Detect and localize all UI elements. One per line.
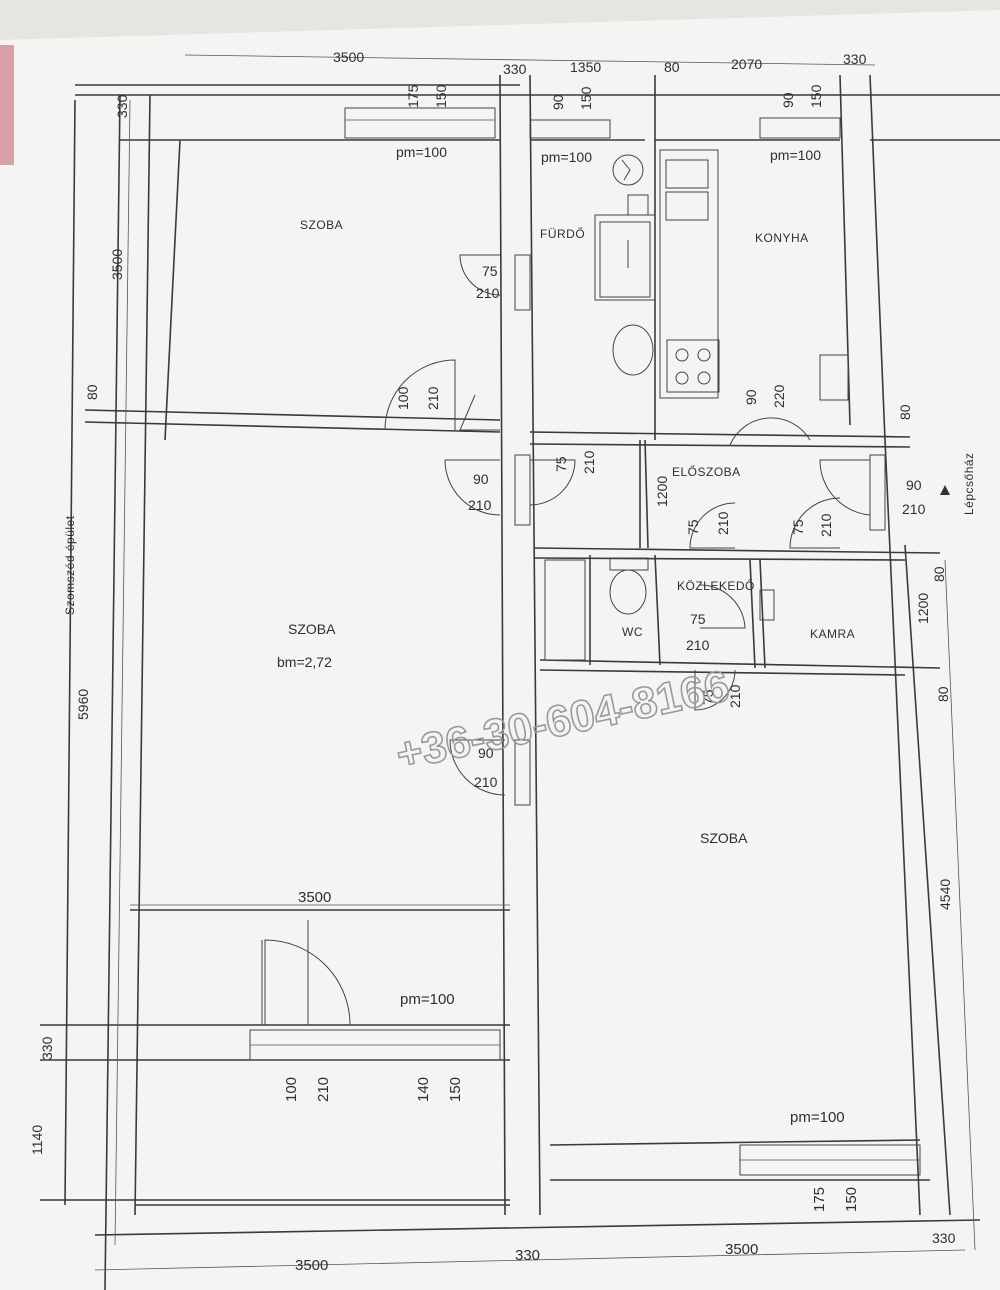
- dim-top-4: 80: [664, 59, 680, 75]
- window-4-pm: pm=100: [400, 991, 455, 1008]
- left-dimensions: 3500 80 5960 330 1140: [29, 249, 125, 1155]
- window-5-w: 175: [811, 1187, 828, 1212]
- door-5-w: 90: [743, 389, 759, 405]
- dim-top-3: 1350: [570, 59, 601, 75]
- door-1-h: 210: [476, 285, 500, 301]
- dim-right-4: 80: [935, 686, 951, 702]
- dim-right-5: 4540: [937, 879, 953, 910]
- window-3-h: 150: [808, 84, 824, 108]
- room-label-konyha: KONYHA: [755, 231, 809, 245]
- room-label-szoba-top: SZOBA: [300, 218, 343, 232]
- door-4-w: 75: [553, 456, 569, 472]
- door-1-w: 75: [482, 263, 498, 279]
- door-6-w: 75: [685, 519, 701, 535]
- right-dimensions: 80 80 1200 80 4540 330: [897, 404, 956, 1246]
- door-8-w: 90: [906, 477, 922, 493]
- window-3-pm: pm=100: [770, 147, 821, 163]
- bottom-dimensions: 3500 330 3500 3500 1200: [295, 476, 758, 1274]
- dimension-lines: [94, 54, 976, 1271]
- dim-interior-3500: 3500: [298, 889, 331, 906]
- room-label-szoba-middle: SZOBA: [288, 621, 336, 637]
- bathroom-fixtures: [594, 154, 656, 376]
- window-4-h: 150: [447, 1077, 464, 1102]
- color-swatch-edge: [0, 45, 14, 165]
- dim-top-5: 2070: [731, 56, 762, 72]
- door-9-h: 210: [686, 637, 710, 653]
- window-1-w: 175: [405, 84, 421, 108]
- neighbor-building-label: Szomszéd épület: [63, 515, 77, 615]
- door-12-w: 100: [283, 1077, 300, 1102]
- window-5-pm: pm=100: [790, 1109, 845, 1126]
- door-swings: [261, 254, 871, 1026]
- door-2-h: 210: [425, 386, 441, 410]
- dim-right-6: 330: [932, 1230, 956, 1246]
- dim-right-3: 1200: [915, 593, 931, 624]
- room-label-kozlekedo: KÖZLEKEDŐ: [677, 578, 755, 593]
- dim-left-2: 80: [84, 384, 100, 400]
- dim-bottom-2: 330: [515, 1247, 540, 1264]
- door-5-h: 220: [771, 384, 787, 408]
- paper-top-fold: [0, 0, 1000, 40]
- door-9-w: 75: [690, 611, 706, 627]
- door-10-w: 75: [700, 689, 716, 705]
- door-labels: 75 210 100 210 90 210 75 210 90 220 75 2…: [283, 263, 926, 1102]
- dim-left-3: 5960: [75, 689, 91, 720]
- door-2-w: 100: [395, 386, 411, 410]
- door-11-h: 210: [474, 774, 498, 790]
- window-frames: [249, 107, 921, 1176]
- room-height-label: bm=2,72: [277, 654, 332, 670]
- door-8-h: 210: [902, 501, 926, 517]
- room-label-wc: WC: [622, 625, 643, 639]
- window-2-pm: pm=100: [541, 149, 592, 165]
- window-labels: 175 150 pm=100 90 150 pm=100 90 150 pm=1…: [396, 84, 860, 1212]
- window-2-h: 150: [578, 86, 594, 110]
- dim-top-1: 3500: [333, 49, 364, 65]
- dim-wall-left: 330: [114, 94, 130, 118]
- door-12-h: 210: [315, 1077, 332, 1102]
- dim-left-4: 330: [39, 1036, 55, 1060]
- dim-bottom-3: 3500: [725, 1241, 758, 1258]
- room-label-kamra: KAMRA: [810, 627, 855, 641]
- room-labels: SZOBA FÜRDŐ KONYHA ELŐSZOBA KÖZLEKEDŐ WC…: [277, 218, 855, 846]
- door-3-w: 90: [473, 471, 489, 487]
- wc-fixtures: [544, 557, 775, 661]
- door-4-h: 210: [581, 450, 597, 474]
- top-dimensions: 3500 330 1350 80 2070 330 330: [114, 49, 867, 118]
- window-1-pm: pm=100: [396, 144, 447, 160]
- stairwell-arrow-icon: [940, 485, 950, 495]
- window-4-w: 140: [415, 1077, 432, 1102]
- room-label-furdo: FÜRDŐ: [540, 226, 585, 241]
- dim-right-2: 80: [931, 566, 947, 582]
- dim-top-2: 330: [503, 61, 527, 77]
- dim-left-5: 1140: [29, 1125, 45, 1155]
- window-2-w: 90: [550, 94, 566, 110]
- window-1-h: 150: [433, 84, 449, 108]
- dim-top-6: 330: [843, 51, 867, 67]
- window-3-w: 90: [780, 92, 796, 108]
- dim-right-1: 80: [897, 404, 913, 420]
- dim-left-1: 3500: [109, 249, 125, 280]
- dim-bottom-1: 3500: [295, 1257, 328, 1274]
- side-labels: Szomszéd épület Lépcsőház: [63, 452, 976, 615]
- stairwell-label: Lépcsőház: [962, 452, 976, 515]
- door-11-w: 90: [478, 745, 494, 761]
- door-7-h: 210: [818, 513, 834, 537]
- kitchen-counter: [659, 149, 849, 401]
- room-label-szoba-bottom: SZOBA: [700, 830, 748, 846]
- door-10-h: 210: [727, 684, 743, 708]
- window-5-h: 150: [843, 1187, 860, 1212]
- dim-eloszoba-1200: 1200: [654, 476, 670, 507]
- door-7-w: 75: [790, 519, 806, 535]
- room-label-eloszoba: ELŐSZOBA: [672, 464, 741, 479]
- door-6-h: 210: [715, 511, 731, 535]
- door-3-h: 210: [468, 497, 492, 513]
